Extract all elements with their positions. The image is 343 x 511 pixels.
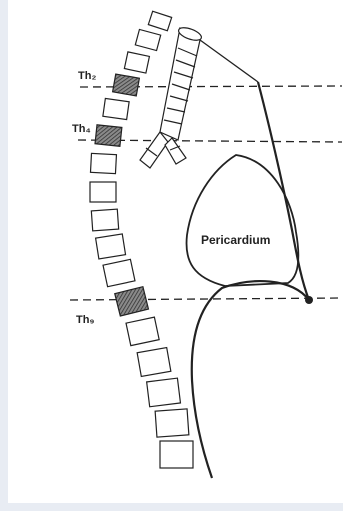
- vertebra: [147, 378, 181, 407]
- label-pericardium: Pericardium: [201, 233, 270, 247]
- vertebra: [135, 29, 160, 50]
- label-th4: Th₄: [72, 123, 91, 135]
- vertebra-th4-hatched: [95, 125, 122, 147]
- vertebra: [160, 441, 193, 468]
- vertebra-th9-hatched: [115, 287, 149, 316]
- vertebra: [90, 182, 116, 202]
- label-th2: Th₂: [78, 70, 96, 82]
- vertebra: [96, 234, 126, 259]
- vertebra: [103, 259, 135, 286]
- pericardium-outline: [186, 155, 298, 286]
- junction-point: [305, 296, 313, 304]
- vertebra: [91, 209, 118, 231]
- vertebra: [103, 98, 129, 119]
- vertebra: [90, 153, 116, 173]
- apex-line: [200, 40, 258, 82]
- vertebra-th2-hatched: [113, 74, 140, 96]
- reference-line-th9: [70, 298, 342, 300]
- vertebra: [137, 348, 171, 377]
- label-th9: Th₉: [76, 314, 94, 326]
- vertebra: [126, 317, 159, 346]
- vertebra: [148, 11, 171, 30]
- vertebra: [124, 52, 149, 73]
- vertebra: [155, 409, 189, 437]
